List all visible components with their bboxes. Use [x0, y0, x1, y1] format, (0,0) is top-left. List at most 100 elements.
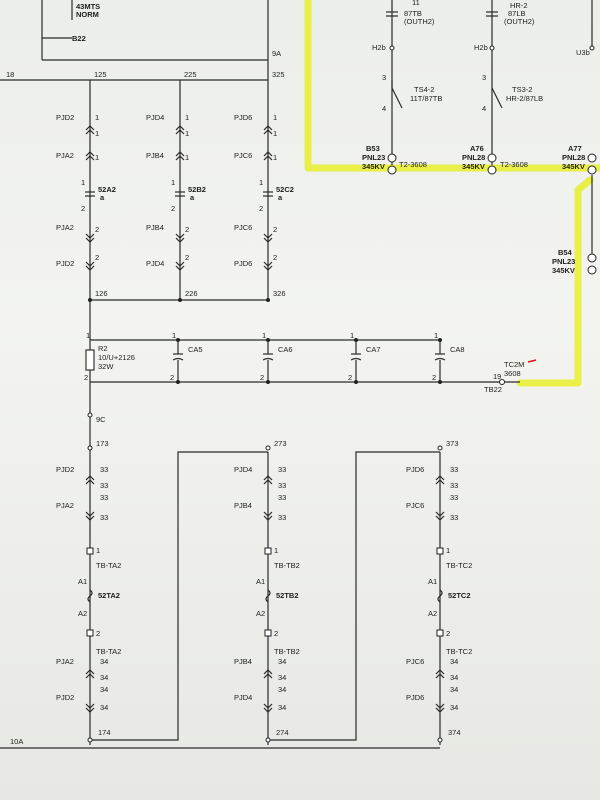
connector-chevron	[263, 475, 273, 481]
label-1: 1	[185, 129, 189, 138]
connector-chevron	[263, 151, 273, 157]
label-34: 34	[278, 685, 286, 694]
junction	[438, 338, 442, 342]
label-a2: A2	[78, 609, 87, 618]
label-34: 34	[278, 703, 286, 712]
label-33: 33	[278, 481, 286, 490]
connector-chevron	[263, 511, 273, 517]
terminal	[589, 45, 595, 51]
terminal-block	[436, 547, 444, 555]
connector-chevron	[85, 151, 95, 157]
connector-chevron	[435, 511, 445, 517]
label-jack-c3-b: PJC6	[406, 501, 424, 510]
label-33: 33	[450, 513, 458, 522]
label-33: 33	[100, 465, 108, 474]
red-mark	[527, 359, 537, 363]
label-tb2-c2: TB-TB2	[274, 647, 300, 656]
label-jack-c3-c: PJC6	[234, 223, 252, 232]
label-tb2-c1: TB-TA2	[96, 647, 121, 656]
label-1: 1	[259, 178, 263, 187]
connector-chevron	[85, 155, 95, 161]
label-2: 2	[259, 204, 263, 213]
junction	[176, 380, 180, 384]
loop-wire	[90, 451, 268, 741]
label-9a: 9A	[272, 49, 281, 58]
highlight-trip-path-2	[516, 176, 594, 387]
connector-chevron	[175, 237, 185, 243]
label-2: 2	[446, 629, 450, 638]
connector-chevron	[85, 511, 95, 517]
connector-chevron	[263, 155, 273, 161]
label-345kv-3: 345KV	[562, 162, 585, 171]
connector-chevron	[263, 265, 273, 271]
label-a77: A77	[568, 144, 582, 153]
label-34: 34	[450, 673, 458, 682]
junction	[354, 380, 358, 384]
switch-ts42	[391, 87, 403, 109]
label-125: 125	[94, 70, 107, 79]
highlight-trip-path	[304, 0, 600, 172]
connector-chevron	[263, 261, 273, 267]
label-breaker-c2: 52B2	[188, 185, 206, 194]
label-1: 1	[81, 178, 85, 187]
label-jack-c2-c: PJB4	[234, 657, 252, 666]
label-3: 3	[382, 73, 386, 82]
label-a2: A2	[256, 609, 265, 618]
connector-chevron	[85, 125, 95, 131]
label-node-c3: 326	[273, 289, 286, 298]
label-2: 2	[81, 204, 85, 213]
connector-chevron	[263, 233, 273, 239]
label-1: 1	[95, 129, 99, 138]
connector-chevron	[85, 129, 95, 135]
label-ca5: CA5	[188, 345, 203, 354]
connector-chevron	[85, 673, 95, 679]
connector-chevron	[85, 237, 95, 243]
label-norm: NORM	[76, 10, 99, 19]
label-jack-c3-c: PJC6	[406, 657, 424, 666]
label-87tb: 87TB	[404, 9, 422, 18]
label-1: 1	[185, 113, 189, 122]
label-2: 2	[185, 253, 189, 262]
label-33: 33	[100, 493, 108, 502]
test-switch-b54	[587, 253, 597, 263]
connector-chevron	[435, 475, 445, 481]
trip-coil-c1	[87, 589, 93, 603]
label-2: 2	[274, 629, 278, 638]
connector-chevron	[175, 155, 185, 161]
connector-chevron	[263, 125, 273, 131]
junction	[178, 298, 182, 302]
label-jack-c2-a: PJD4	[234, 465, 252, 474]
label-a76: A76	[470, 144, 484, 153]
label-jack-c3-a: PJD6	[406, 465, 424, 474]
label-breaker-c1: 52A2	[98, 185, 116, 194]
label-a2: A2	[428, 609, 437, 618]
trip-coil-c2	[265, 589, 271, 603]
label-jack-c1-c: PJA2	[56, 223, 74, 232]
junction	[438, 380, 442, 384]
label-jack-c3-d: PJD6	[234, 259, 252, 268]
label-jack-c2-b: PJB4	[234, 501, 252, 510]
junction	[266, 380, 270, 384]
terminal-block	[436, 629, 444, 637]
label-outh2-b: (OUTH2)	[504, 17, 535, 26]
label-a: a	[190, 193, 195, 202]
terminal	[437, 445, 443, 451]
label-tb-c2: TB-TB2	[274, 561, 300, 570]
label-2: 2	[84, 373, 88, 382]
label-jack-c3-a: PJD6	[234, 113, 252, 122]
label-345kv-1: 345KV	[362, 162, 385, 171]
test-switch-a76	[487, 153, 497, 163]
label-1: 1	[96, 546, 100, 555]
capacitor-ca5-plate	[172, 357, 184, 361]
label-b22: B22	[72, 34, 86, 43]
label-ts32b: HR-2/87LB	[506, 94, 543, 103]
connector-chevron	[435, 515, 445, 521]
label-2: 2	[432, 373, 436, 382]
label-33: 33	[278, 465, 286, 474]
connector-chevron	[85, 261, 95, 267]
label-2: 2	[170, 373, 174, 382]
label-node-top-c3: 373	[446, 439, 459, 448]
label-a1: A1	[78, 577, 87, 586]
label-2: 2	[273, 253, 277, 262]
